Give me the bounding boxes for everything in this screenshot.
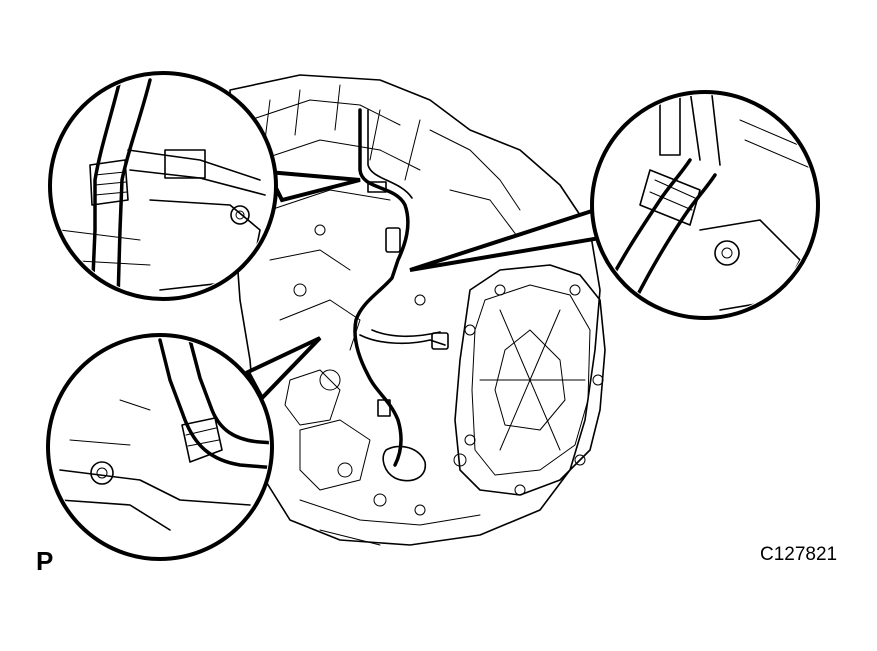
harness-connector-mid (431, 332, 449, 350)
ul-bracket (164, 149, 206, 179)
ur-connector (659, 95, 681, 156)
ur-clamp (639, 169, 701, 226)
detail-upper-left (48, 71, 278, 301)
harness-connector-lower (382, 445, 426, 482)
detail-upper-right (590, 90, 820, 320)
ur-bolt (714, 240, 740, 266)
harness-clamp-upper (367, 181, 387, 193)
callout-pointers (245, 169, 603, 402)
harness-clamp-lower (377, 399, 391, 417)
ll-bolt (90, 461, 114, 485)
ll-clamp (181, 417, 223, 463)
wire-harness (353, 108, 449, 482)
detail-lower-left (46, 333, 274, 561)
ul-bolt (230, 205, 250, 225)
view-label: P (36, 546, 54, 576)
converter-housing (454, 264, 606, 496)
figure-code: C127821 (760, 544, 838, 565)
transmission-assembly (229, 74, 601, 546)
harness-connector-upper (385, 227, 401, 253)
